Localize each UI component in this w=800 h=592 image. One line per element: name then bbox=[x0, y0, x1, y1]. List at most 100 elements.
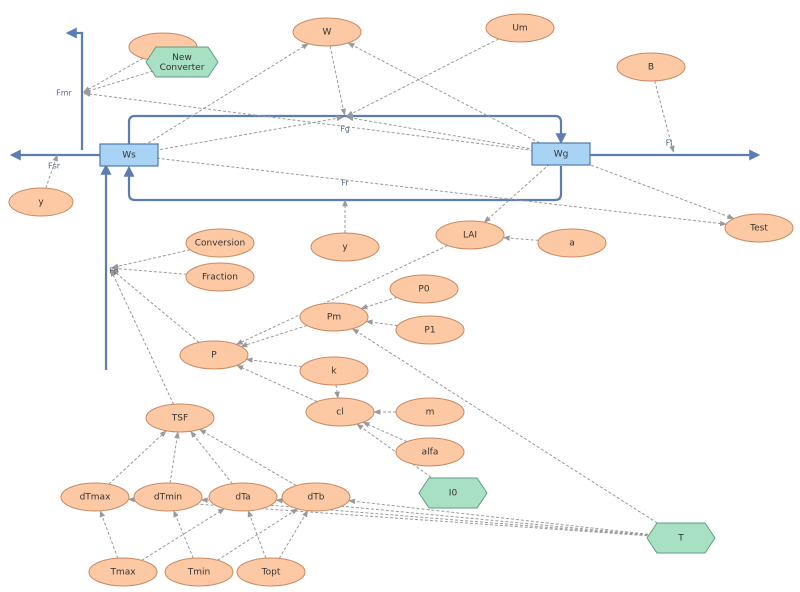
converter-t-label: T bbox=[677, 534, 684, 544]
variable-p1-label: P1 bbox=[424, 326, 435, 336]
link-layer bbox=[45, 38, 735, 561]
variable-fraction-label: Fraction bbox=[202, 273, 238, 283]
variable-m[interactable] bbox=[395, 397, 465, 427]
variable-a[interactable] bbox=[537, 228, 607, 258]
link-k-p bbox=[245, 357, 302, 368]
variable-dtmax-label: dTmax bbox=[80, 493, 111, 503]
link-tsf-fp bbox=[110, 269, 175, 405]
flow-fp-label: Fp bbox=[109, 267, 119, 276]
flow-layer bbox=[9, 27, 761, 370]
link-a-lai bbox=[502, 235, 539, 241]
link-t-dtb bbox=[348, 498, 649, 535]
variable-dtb-label: dTb bbox=[308, 493, 325, 503]
link-dta-tsf bbox=[190, 430, 233, 485]
variable-dtb[interactable] bbox=[281, 482, 351, 512]
variable-tmin[interactable] bbox=[164, 557, 234, 587]
variable-conversion[interactable] bbox=[185, 228, 255, 258]
link-alfa-cl bbox=[362, 421, 408, 443]
node-layer bbox=[8, 13, 794, 587]
variable-test-label: Test bbox=[749, 224, 768, 234]
link-wg-lai bbox=[483, 163, 550, 223]
link-ws-test bbox=[156, 157, 727, 227]
link-t-dtmax bbox=[127, 496, 648, 537]
variable-tmax-label: Tmax bbox=[109, 568, 136, 578]
stock-ws[interactable] bbox=[99, 143, 159, 167]
fg-pipe[interactable] bbox=[127, 114, 567, 145]
variable-p0-label: P0 bbox=[418, 285, 429, 295]
variable-um[interactable] bbox=[485, 13, 555, 43]
link-p1-pm bbox=[365, 319, 398, 327]
variable-lai[interactable] bbox=[435, 220, 505, 250]
link-wg-w bbox=[347, 42, 545, 146]
link-wg-fmr bbox=[83, 91, 534, 151]
converter-i0-label: I0 bbox=[449, 489, 458, 499]
link-newconv-fmr bbox=[83, 70, 154, 94]
flow-fmr-label: Fmr bbox=[56, 89, 72, 98]
variable-topt-label: Topt bbox=[261, 568, 281, 578]
variable-k[interactable] bbox=[299, 356, 369, 386]
link-wg-fg bbox=[346, 115, 535, 150]
variable-tsf[interactable] bbox=[145, 403, 215, 433]
variable-cl[interactable] bbox=[305, 397, 375, 427]
variable-fraction[interactable] bbox=[185, 262, 255, 292]
variable-k-label: k bbox=[331, 367, 337, 377]
flow-fg-label: Fg bbox=[340, 125, 350, 134]
link-i0-cl bbox=[356, 423, 436, 481]
link-um-fg bbox=[346, 38, 499, 117]
variable-dtmin[interactable] bbox=[133, 482, 203, 512]
variable-dtmin-label: dTmin bbox=[154, 493, 182, 503]
link-tmax-dta bbox=[141, 508, 225, 561]
variable-y1-label: y bbox=[38, 198, 44, 208]
link-y1-fsr bbox=[45, 154, 58, 189]
variable-y2-label: y bbox=[342, 243, 348, 253]
variable-dta[interactable] bbox=[208, 482, 278, 512]
link-fraction-fp bbox=[111, 265, 187, 275]
fmr-pipe[interactable] bbox=[65, 27, 84, 150]
variable-dta-label: dTa bbox=[235, 493, 250, 503]
variable-tmin-label: Tmin bbox=[187, 568, 210, 578]
variable-b-label: B bbox=[648, 63, 654, 73]
converter-newconv[interactable] bbox=[145, 46, 219, 78]
variable-p[interactable] bbox=[179, 340, 249, 370]
link-topt-dtb bbox=[278, 509, 309, 559]
link-dtb-tsf bbox=[199, 428, 297, 487]
link-w-fg bbox=[329, 45, 347, 116]
link-p-fp bbox=[110, 268, 200, 343]
flow-fsr-label: Fsr bbox=[48, 162, 61, 171]
variable-y2[interactable] bbox=[310, 232, 380, 262]
variable-cl-label: cl bbox=[336, 408, 343, 418]
link-dtmin-tsf bbox=[169, 431, 180, 484]
variable-a-label: a bbox=[569, 239, 575, 249]
stock-ws-label: Ws bbox=[122, 151, 136, 161]
variable-b[interactable] bbox=[616, 52, 686, 82]
variable-tmax[interactable] bbox=[88, 557, 158, 587]
flow-fl-label: Fl bbox=[666, 139, 673, 148]
stock-wg[interactable] bbox=[531, 142, 591, 166]
variable-dtmax[interactable] bbox=[60, 482, 130, 512]
variable-w-label: W bbox=[323, 28, 332, 38]
link-wg-test bbox=[581, 161, 735, 220]
variable-y1[interactable] bbox=[8, 187, 74, 217]
flow-fr-label: Fr bbox=[341, 179, 349, 188]
link-tmax-dtmax bbox=[99, 510, 119, 559]
link-ws-fg bbox=[155, 115, 344, 151]
variable-topt[interactable] bbox=[236, 557, 306, 587]
variable-w[interactable] bbox=[292, 17, 362, 47]
link-b-fl bbox=[654, 80, 675, 153]
variable-test[interactable] bbox=[724, 213, 794, 243]
converter-i0[interactable] bbox=[418, 477, 488, 509]
converter-t[interactable] bbox=[646, 522, 716, 554]
link-hidden-fmr bbox=[83, 57, 144, 93]
variable-p1[interactable] bbox=[395, 315, 465, 345]
variable-alfa-label: alfa bbox=[422, 448, 439, 458]
variable-pm-label: Pm bbox=[327, 313, 341, 323]
variable-alfa[interactable] bbox=[395, 437, 465, 467]
variable-pm[interactable] bbox=[299, 302, 369, 332]
link-tmin-dtmin bbox=[173, 510, 194, 559]
variable-p0[interactable] bbox=[389, 274, 459, 304]
link-conversion-fp bbox=[111, 249, 191, 269]
variable-tsf-label: TSF bbox=[171, 414, 188, 424]
link-t-pm bbox=[351, 328, 662, 527]
stock-wg-label: Wg bbox=[554, 150, 569, 160]
